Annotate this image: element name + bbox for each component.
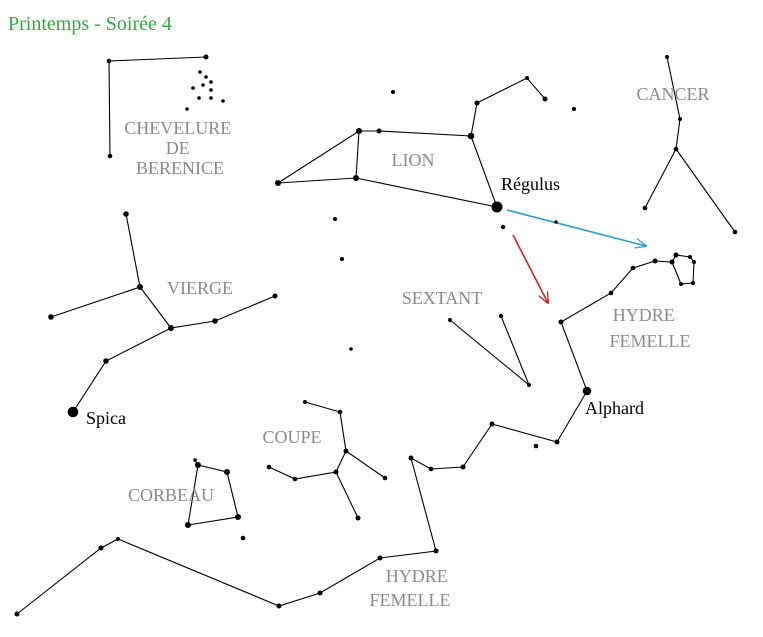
label-corbeau: CORBEAU [128,485,214,505]
star-spica [67,406,79,418]
constellation-hydre-east: HYDRE FEMELLE Alphard [558,252,696,418]
arrow-to-hydre [512,234,548,303]
label-spica: Spica [86,408,126,428]
label-regulus: Régulus [501,174,560,194]
constellation-vierge: VIERGE Spica [48,211,278,428]
constellation-coupe: COUPE [262,400,388,521]
star-regulus [491,201,503,213]
label-cancer: CANCER [636,84,709,104]
label-vierge: VIERGE [167,278,233,298]
label-hydre-east: HYDRE FEMELLE [610,305,691,351]
label-coupe: COUPE [262,427,321,447]
constellation-corbeau: CORBEAU [128,458,246,541]
arrow-to-cancer [506,209,646,246]
pointer-arrows [506,209,646,303]
page-title: Printemps - Soirée 4 [8,13,172,35]
constellation-cancer: CANCER [636,55,738,235]
constellation-chevelure: CHEVELURE DE BERENICE [106,54,236,178]
constellation-hydre-south: HYDRE FEMELLE [14,390,588,617]
label-hydre-south: HYDRE FEMELLE [370,566,453,610]
label-chevelure: CHEVELURE DE BERENICE [124,118,236,178]
label-lion: LION [392,150,435,170]
label-sextant: SEXTANT [402,288,483,308]
label-alphard: Alphard [585,398,644,418]
constellation-lion: LION Régulus [275,76,576,351]
constellation-sextant: SEXTANT [402,288,531,387]
